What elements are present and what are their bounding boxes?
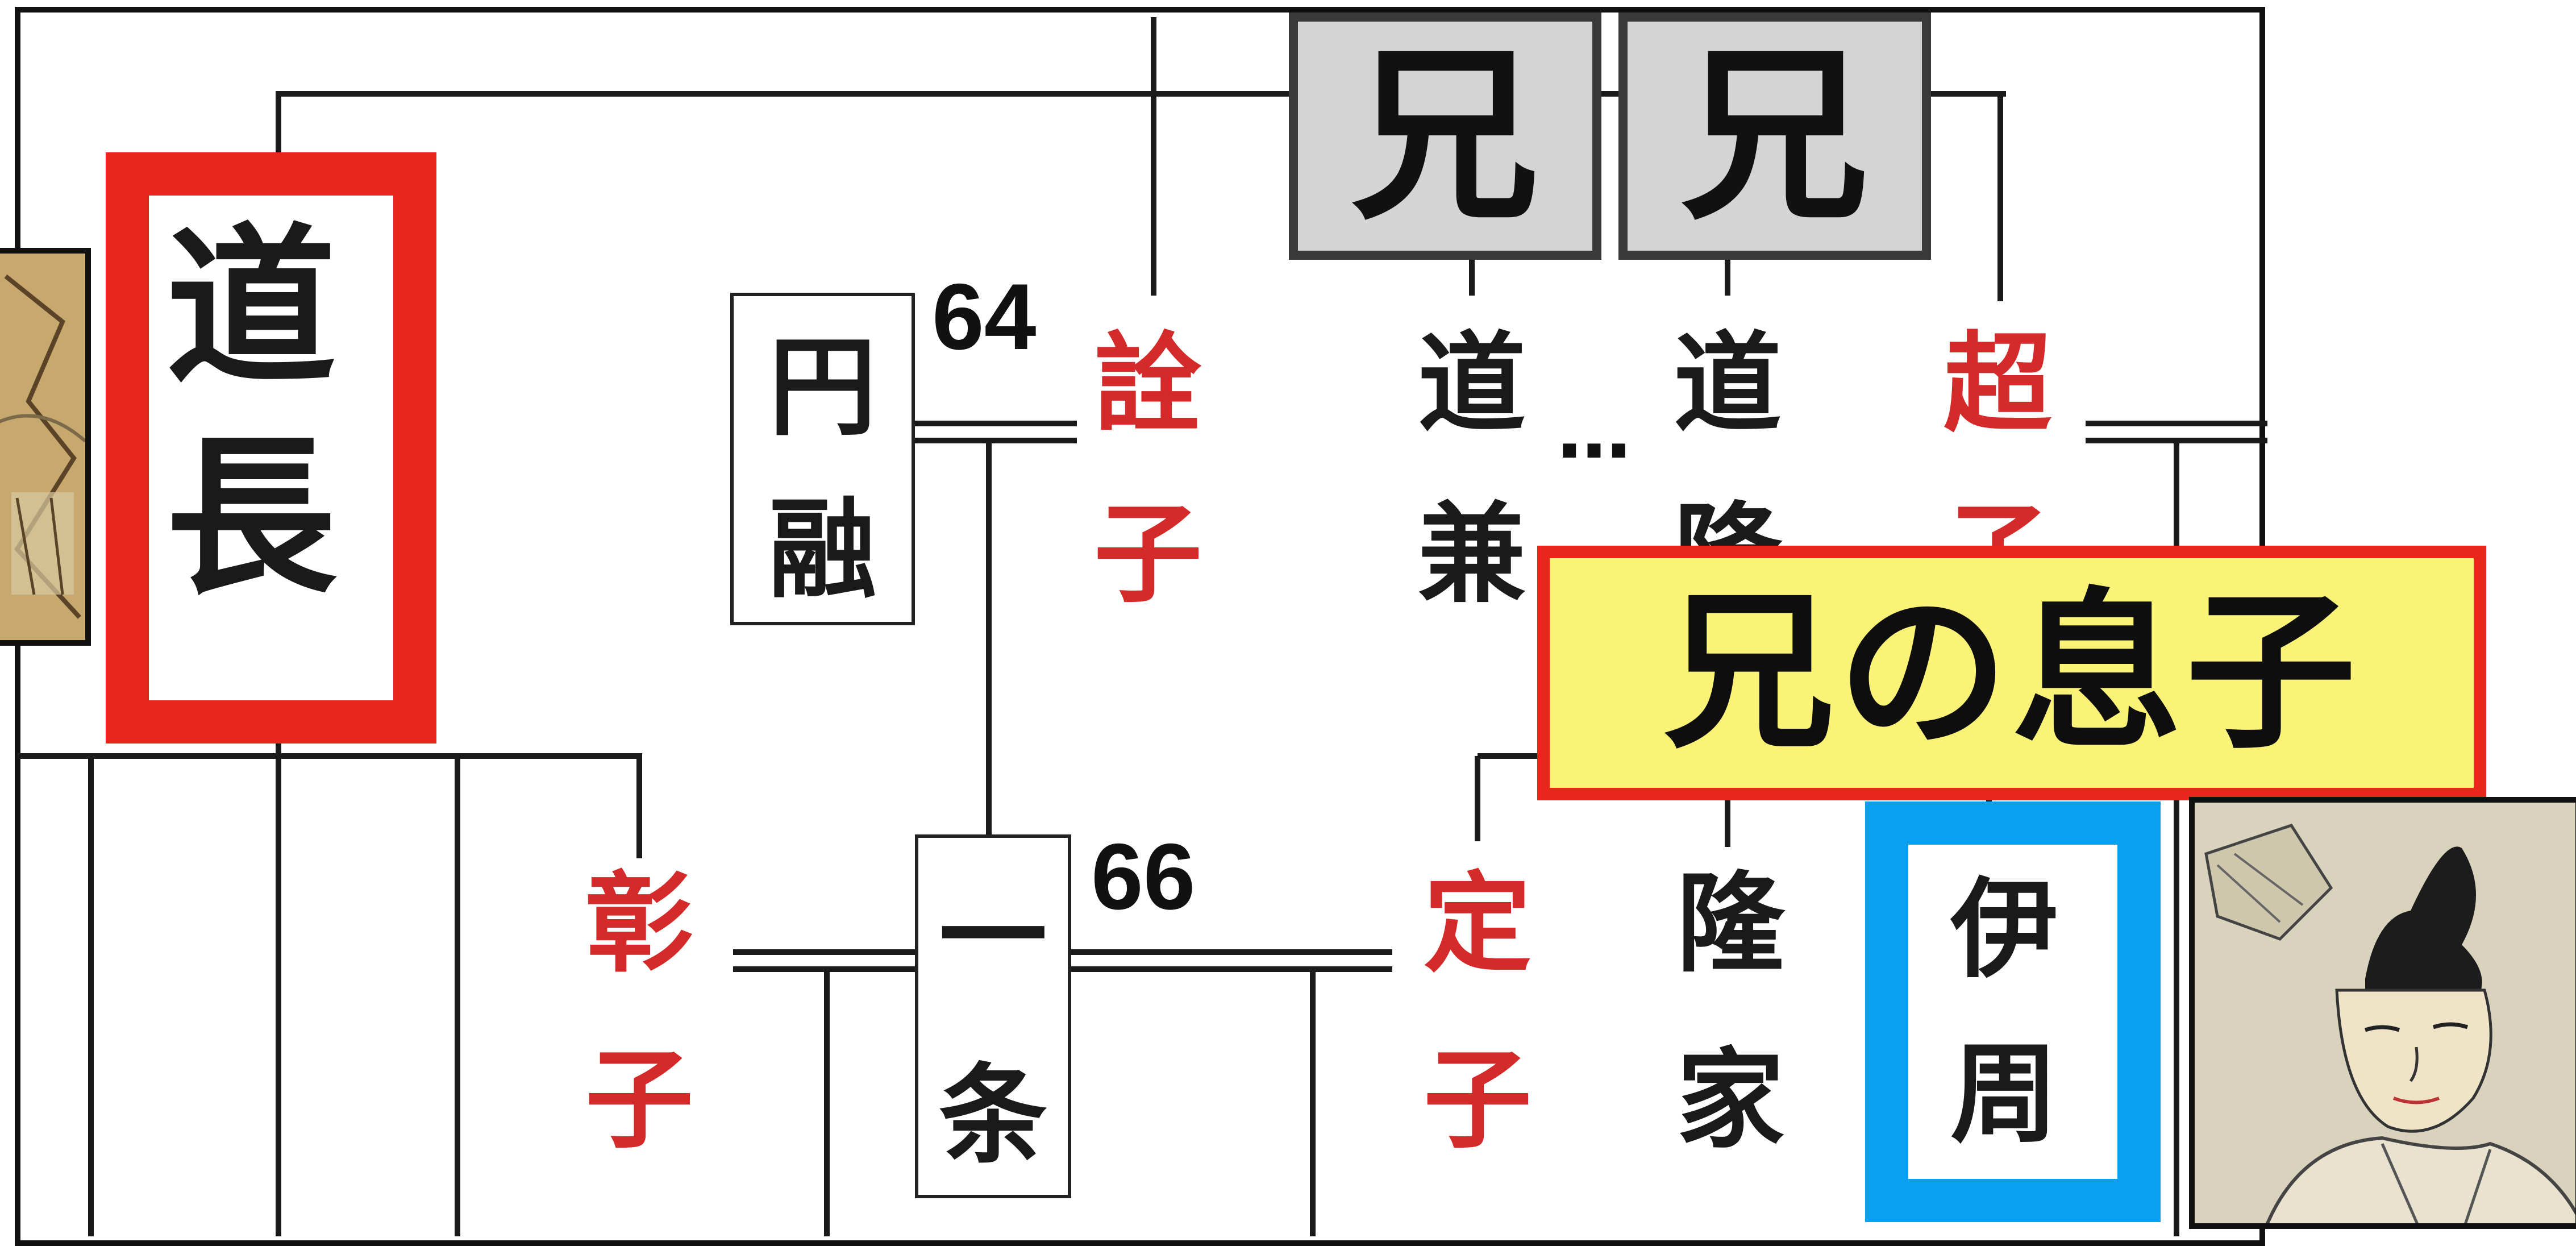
choshi-char-1: 超	[1944, 320, 2052, 447]
teishi-char-2: 子	[1424, 1036, 1532, 1163]
michinaga-char-1: 道	[166, 206, 336, 407]
enyu-number: 64	[932, 264, 1037, 369]
takaie-char-2: 家	[1676, 1036, 1785, 1163]
ichijo-number: 66	[1091, 824, 1196, 929]
court-noble-portrait-icon	[0, 254, 85, 640]
michikane-name: 道 兼	[1418, 330, 1526, 608]
senshi-char-1: 詮	[1094, 320, 1202, 447]
portrait-left-image	[0, 248, 91, 646]
korechika-char-1: 伊	[1950, 866, 2059, 992]
michikane-char-1: 道	[1418, 320, 1526, 447]
teishi-name: 定 子	[1424, 870, 1532, 1154]
ichijo-char-1: 一	[939, 873, 1047, 1000]
shoshi-name: 彰 子	[585, 870, 693, 1154]
enyu-char-1: 円	[768, 323, 877, 450]
shoshi-char-2: 子	[585, 1036, 694, 1163]
michikane-char-2: 兼	[1418, 491, 1526, 617]
michitaka-char-1: 道	[1674, 320, 1782, 447]
shoshi-char-1: 彰	[585, 860, 694, 987]
korechika-char-2: 周	[1950, 1031, 2059, 1157]
son-of-brother-banner: 兄の息子	[1537, 546, 2486, 800]
enyu-box: 円 融	[730, 293, 915, 625]
teishi-char-1: 定	[1424, 860, 1532, 987]
ani-label-2: 兄	[1618, 13, 1931, 260]
senshi-char-2: 子	[1094, 491, 1202, 617]
ichijo-char-2: 条	[939, 1051, 1047, 1178]
enyu-char-2: 融	[768, 486, 877, 613]
ichijo-box: 一 条	[915, 834, 1071, 1198]
portrait-right-image	[2189, 797, 2576, 1229]
michinaga-char-2: 長	[166, 417, 336, 617]
court-noble-portrait-icon	[2195, 803, 2575, 1223]
takaie-char-1: 隆	[1676, 860, 1785, 987]
sibling-ellipsis: …	[1557, 389, 1631, 475]
ani-label-1: 兄	[1289, 13, 1601, 260]
korechika-name: 伊 周	[1950, 875, 2058, 1148]
michinaga-name: 道 長	[166, 222, 336, 603]
senshi-name: 詮 子	[1094, 330, 1202, 608]
takaie-name: 隆 家	[1676, 870, 1784, 1154]
michinaga-highlight-frame	[106, 152, 436, 744]
korechika-highlight-frame	[1865, 801, 2161, 1222]
